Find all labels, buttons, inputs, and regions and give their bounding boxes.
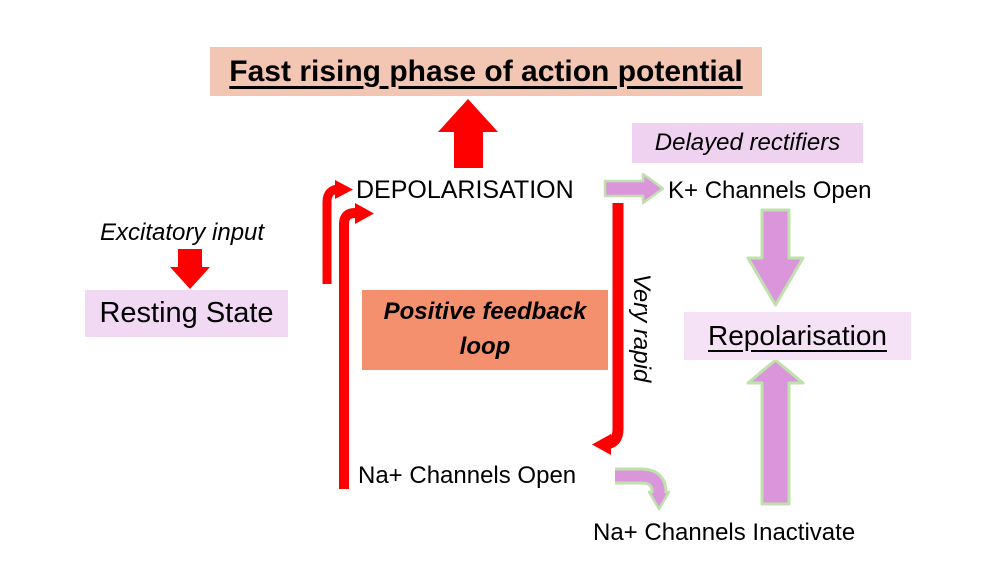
node-repolarisation-label: Repolarisation: [708, 320, 887, 351]
arrow-feedback-outer-icon: [322, 180, 353, 284]
node-fast-rising-phase-label: Fast rising phase of action potential: [229, 54, 743, 88]
arrow-depolarisation-to-fast-rising-phase-icon: [438, 99, 498, 168]
node-excitatory-input: Excitatory input: [100, 219, 265, 246]
node-resting-state: Resting State: [85, 290, 288, 337]
node-na-channels-open: Na+ Channels Open: [358, 462, 577, 489]
arrow-excitatory-input-to-resting-state-icon: [170, 249, 210, 289]
arrow-depolarisation-to-na-open-icon: [592, 203, 624, 455]
label-very-rapid: Very rapid: [628, 273, 655, 383]
node-delayed-rectifiers-label: Delayed rectifiers: [654, 129, 841, 156]
node-positive-feedback-loop-label: Positive feedback loop: [383, 298, 587, 360]
node-fast-rising-phase: Fast rising phase of action potential: [210, 47, 762, 96]
arrow-na-inactivate-to-repolarisation-icon: [746, 358, 805, 506]
node-k-channels-open: K+ Channels Open: [668, 177, 872, 204]
node-na-channels-inactivate: Na+ Channels Inactivate: [593, 519, 856, 546]
arrow-depolarisation-to-k-open-icon: [603, 172, 665, 205]
arrow-k-open-to-repolarisation-icon: [746, 208, 805, 307]
node-depolarisation: DEPOLARISATION: [356, 176, 574, 204]
arrow-na-open-to-na-inactivate-icon: [615, 467, 671, 511]
node-delayed-rectifiers: Delayed rectifiers: [632, 123, 863, 163]
node-resting-state-label: Resting State: [99, 297, 274, 329]
arrow-na-open-to-depolarisation-icon: [339, 203, 374, 489]
node-positive-feedback-loop: Positive feedback loop: [362, 290, 608, 370]
node-repolarisation: Repolarisation: [684, 312, 911, 360]
